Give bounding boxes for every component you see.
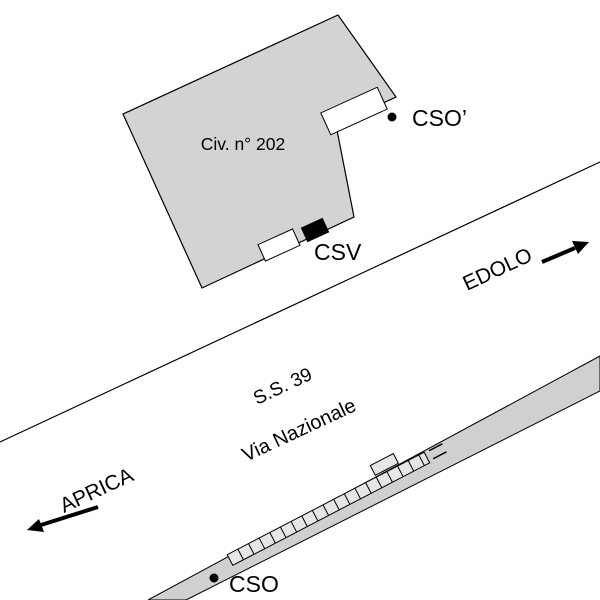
edolo-arrow xyxy=(541,241,589,264)
guardrail-end-marks xyxy=(428,443,447,460)
csv-entry-marker xyxy=(300,217,330,243)
cso-dot xyxy=(209,573,219,583)
csv-label: CSV xyxy=(314,239,362,265)
building-top-notch xyxy=(320,86,388,136)
edolo-label: EDOLO xyxy=(459,244,535,296)
building-label: Civ. n° 202 xyxy=(201,134,286,154)
cso-label: CSO xyxy=(229,571,279,597)
guardrail-rungs xyxy=(237,454,425,561)
aprica-arrow xyxy=(27,505,99,532)
guardrail xyxy=(226,443,447,566)
road-edge-line xyxy=(0,161,600,443)
building-bottom-notch xyxy=(257,228,301,262)
cso-prime-dot xyxy=(387,112,397,122)
guardrail-platform xyxy=(369,452,400,477)
road-number-label: S.S. 39 xyxy=(250,364,315,409)
guardrail-frame xyxy=(226,451,431,566)
cso-prime-label: CSO’ xyxy=(412,105,467,131)
